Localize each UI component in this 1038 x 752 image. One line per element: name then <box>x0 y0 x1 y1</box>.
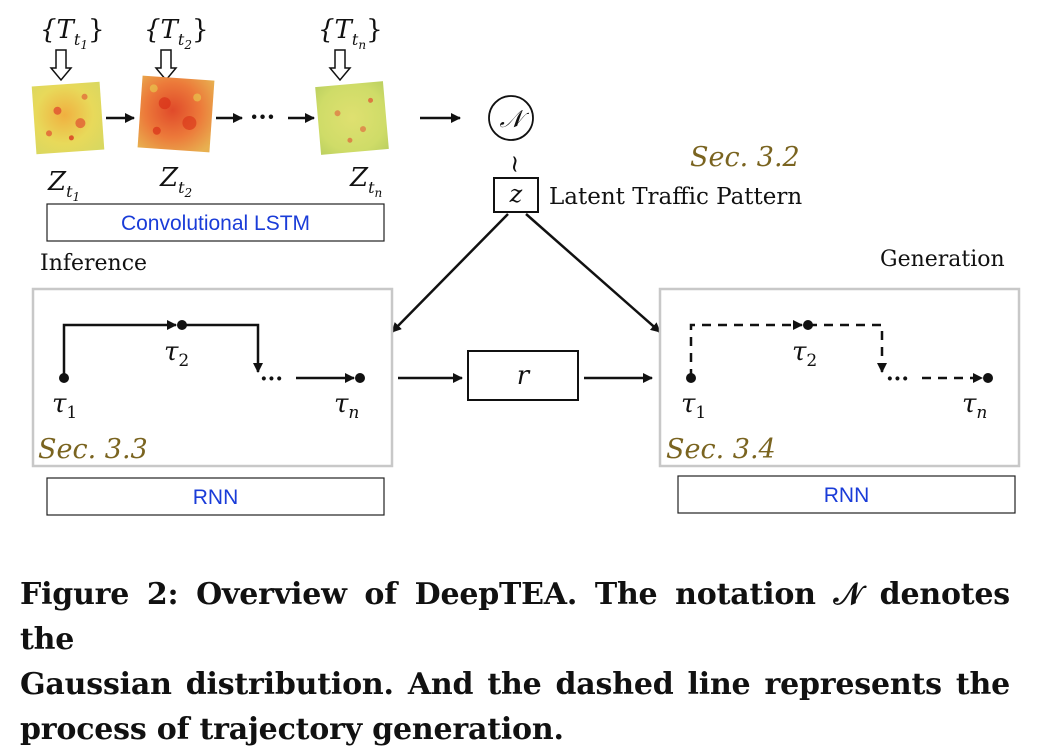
svg-text:{Ttn}: {Ttn} <box>318 15 383 52</box>
inference-taun: τn <box>334 389 359 423</box>
gen-tau2-point <box>803 320 813 330</box>
sec-3-4-label: Sec. 3.4 <box>666 434 776 465</box>
caption-line-1: Figure 2: Overview of DeepTEA. The notat… <box>20 577 1010 657</box>
hollow-down-arrow-icon <box>49 49 73 82</box>
inference-label: Inference <box>40 251 147 276</box>
svg-text:{Tt1}: {Tt1} <box>40 15 105 52</box>
inference-rnn-label: RNN <box>193 486 239 509</box>
conv-lstm-box <box>46 203 385 242</box>
inference-ellipsis: ··· <box>260 366 283 392</box>
heatmap-tile-1 <box>31 81 105 155</box>
sec-3-3-label: Sec. 3.3 <box>38 434 148 465</box>
top-ellipsis: ··· <box>250 102 275 131</box>
inference-trajectory <box>59 320 365 383</box>
generation-trajectory <box>686 320 993 383</box>
r-symbol: r <box>517 361 531 391</box>
heatmap-tile-n <box>315 81 389 155</box>
normal-circle <box>488 95 534 141</box>
generation-ellipsis: ··· <box>886 366 909 392</box>
gen-taun-point <box>983 373 993 383</box>
tau1-point <box>59 373 69 383</box>
deeptea-diagram: {Tt1} {Tt2} {Ttn} ··· Zt1 Zt2 <box>31 15 1021 516</box>
input-tn: {Ttn} <box>318 15 383 82</box>
z-symbol: z <box>509 180 523 208</box>
arrow-z-to-generation <box>525 213 661 333</box>
svg-text:{Tt2}: {Tt2} <box>144 15 209 52</box>
tilde-sign: ~ <box>501 154 529 174</box>
caption-line-3: process of trajectory generation. <box>20 712 564 747</box>
input-t2: {Tt2} <box>144 15 209 82</box>
heatmap-tile-2 <box>137 75 215 153</box>
gen-tau1-point <box>686 373 696 383</box>
inference-rnn-box <box>46 477 385 516</box>
taun-point <box>355 373 365 383</box>
hollow-down-arrow-icon <box>328 49 352 82</box>
input-t1: {Tt1} <box>40 15 105 82</box>
sec-3-2-label: Sec. 3.2 <box>690 142 800 173</box>
generation-taun: τn <box>962 389 987 423</box>
hollow-down-arrow-icon <box>154 49 178 82</box>
r-box <box>467 350 579 401</box>
generation-tau2: τ2 <box>792 337 817 371</box>
inference-tau1: τ1 <box>52 389 77 423</box>
z-label-2: Zt2 <box>159 163 192 200</box>
generation-tau1: τ1 <box>681 389 706 423</box>
generation-rnn-label: RNN <box>824 484 870 507</box>
conv-lstm-label: Convolutional LSTM <box>121 212 310 235</box>
generation-rnn-box <box>677 475 1016 514</box>
latent-traffic-label: Latent Traffic Pattern <box>549 184 802 210</box>
generation-label: Generation <box>880 247 1005 272</box>
z-label-1: Zt1 <box>47 167 80 204</box>
caption-line-2: Gaussian distribution. And the dashed li… <box>20 667 1010 702</box>
z-box <box>493 177 539 213</box>
z-label-n: Ztn <box>349 163 382 200</box>
figure-caption: Figure 2: Overview of DeepTEA. The notat… <box>20 572 1010 752</box>
inference-tau2: τ2 <box>164 337 189 371</box>
arrow-z-to-inference <box>391 213 509 333</box>
tau2-point <box>177 320 187 330</box>
